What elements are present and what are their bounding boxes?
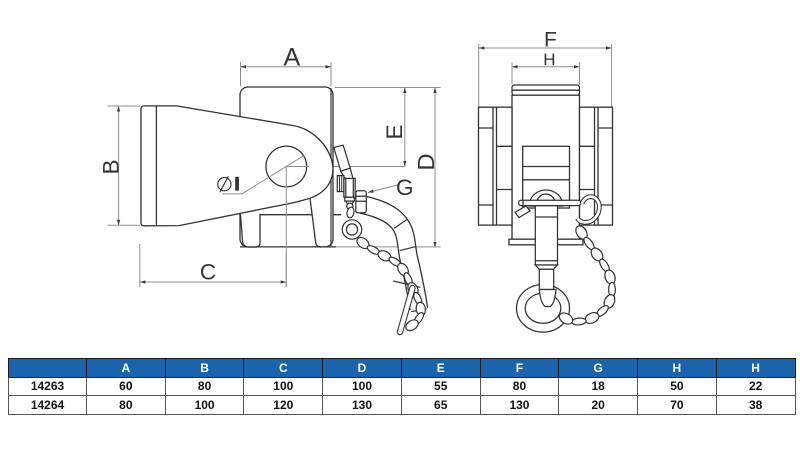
- svg-text:D: D: [413, 154, 439, 171]
- svg-text:B: B: [98, 159, 123, 174]
- svg-text:H: H: [543, 50, 555, 69]
- svg-text:F: F: [544, 29, 557, 52]
- svg-text:A: A: [283, 43, 300, 71]
- svg-text:E: E: [382, 124, 407, 139]
- svg-text:C: C: [200, 259, 216, 284]
- svg-text:G: G: [396, 175, 414, 200]
